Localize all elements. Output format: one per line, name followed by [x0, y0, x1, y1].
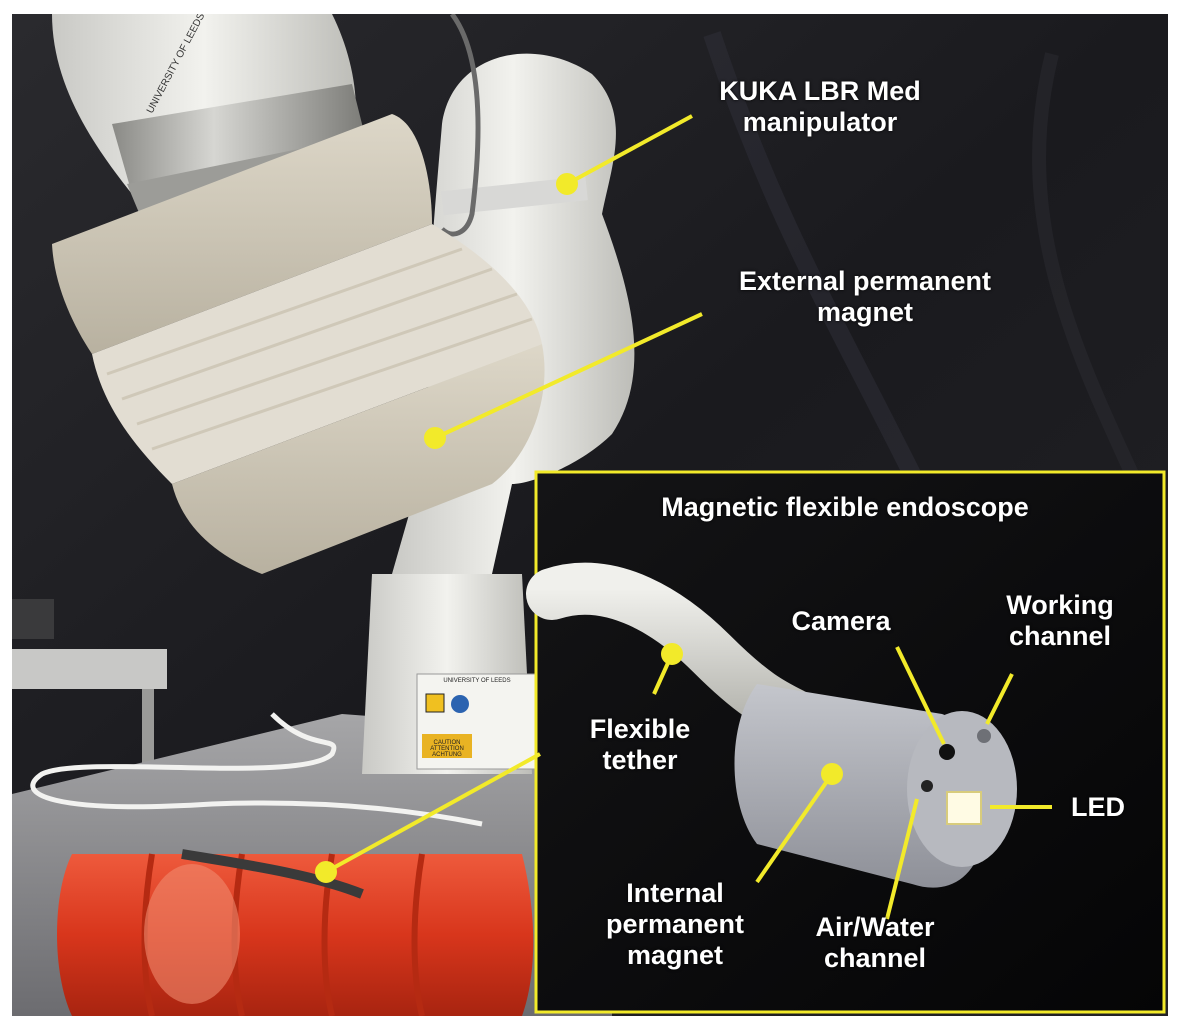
airwater-label-line1: Air/Water [815, 912, 935, 942]
magnet-tape-wrap [92, 224, 542, 484]
ipm-leader [755, 772, 834, 884]
working-leader [985, 673, 1014, 725]
attention-text: ATTENTION [430, 746, 464, 752]
tape-stripes [106, 247, 533, 451]
ipm-label-line1: Internal [626, 878, 724, 908]
tether-label-line2: tether [602, 745, 678, 775]
camera-label: Camera [791, 606, 891, 636]
warning-icon [425, 693, 445, 713]
backdrop-fold [703, 31, 921, 479]
ipm-phantom-dot [315, 861, 337, 883]
ipm-label-line2: permanent [605, 909, 745, 939]
kuka-label: KUKA LBR Med manipulator [690, 76, 950, 138]
kuka-label-line2: manipulator [742, 107, 898, 137]
ipm-inset-leader [325, 752, 541, 874]
tether-dot [661, 643, 683, 665]
robot-cable [440, 14, 481, 237]
side-device [12, 599, 54, 639]
kuka-leader [566, 114, 693, 186]
working-channel-label: Working channel [985, 590, 1135, 652]
epm-label-line2: magnet [816, 297, 914, 327]
ipm-label-line3: magnet [626, 940, 724, 970]
air-water-hole [921, 780, 933, 792]
info-icon [451, 695, 469, 713]
ipm-inset-dot [821, 763, 843, 785]
endoscope-inset [526, 470, 1166, 1014]
achtung-text: ACHTUNG [432, 752, 462, 758]
camera-leader [895, 646, 946, 745]
working-channel-hole [977, 729, 991, 743]
led-light [946, 791, 982, 825]
side-bench [12, 649, 167, 689]
backdrop-fold [1032, 52, 1139, 477]
inset-title: Magnetic flexible endoscope [661, 492, 1029, 522]
airwater-leader [885, 798, 919, 920]
tether-label-line1: Flexible [589, 714, 691, 744]
caution-text: CAUTION [434, 740, 461, 746]
working-label-line1: Working [1006, 590, 1114, 620]
annotation-leaders [315, 114, 1052, 920]
epm-leader [434, 312, 703, 440]
endoscope-tip-face [907, 711, 1017, 867]
airwater-label-line2: channel [823, 943, 927, 973]
kuka-label-line1: KUKA LBR Med [719, 76, 921, 106]
kuka-dot [556, 173, 578, 195]
usb-cable [30, 712, 483, 827]
robot-setup-photo: CAUTION ATTENTION ACHTUNG UNIVERSITY OF … [12, 14, 1168, 1016]
external-magnet-body [172, 344, 545, 574]
side-bench-leg [142, 689, 154, 779]
led-label: LED [1071, 792, 1125, 822]
joint-ring [441, 176, 588, 216]
epm-dot [424, 427, 446, 449]
endoscope-in-phantom [181, 849, 364, 899]
ipm-label: Internal permanent magnet [590, 878, 760, 971]
phantom-opening [144, 864, 240, 1004]
flange-ring [112, 84, 367, 194]
airwater-label: Air/Water channel [800, 912, 950, 974]
epm-label-line1: External permanent [738, 266, 992, 296]
caution-sticker [422, 734, 472, 758]
epm-label: External permanent magnet [710, 266, 1020, 328]
base-university-text: UNIVERSITY OF LEEDS [443, 678, 510, 684]
magnet-holder-top [52, 114, 432, 354]
camera-lens [939, 744, 955, 760]
working-label-line2: channel [1008, 621, 1112, 651]
tether-label: Flexible tether [575, 714, 705, 776]
